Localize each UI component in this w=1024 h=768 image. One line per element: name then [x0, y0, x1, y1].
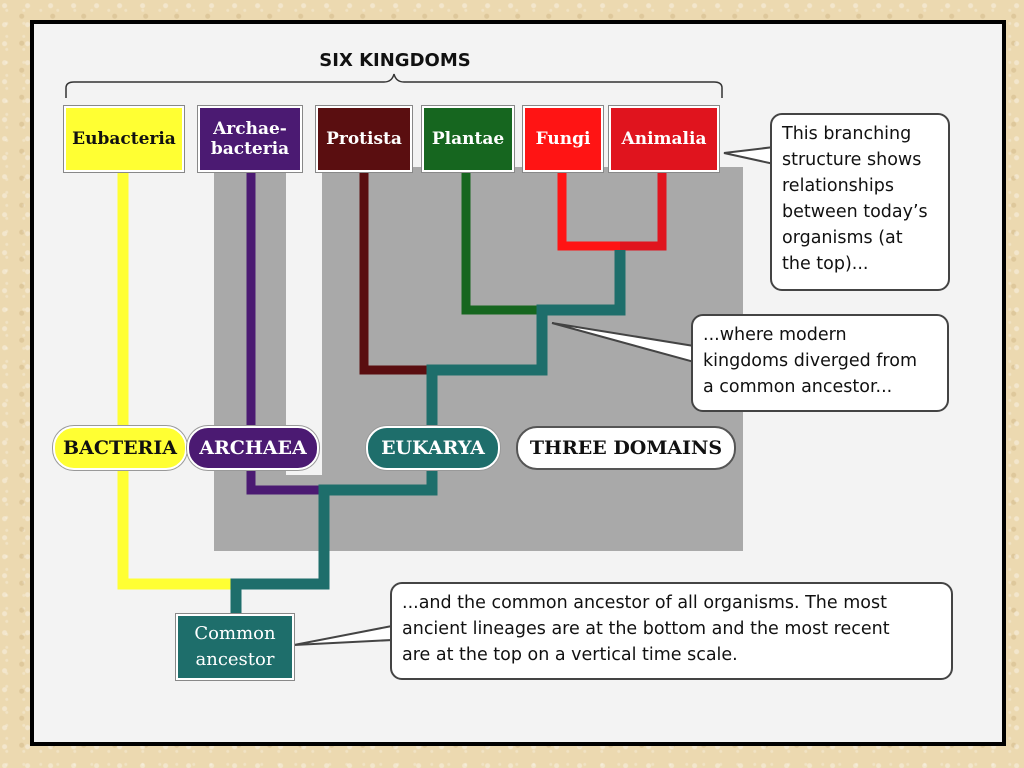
ancestor-callout-pointer [293, 624, 393, 646]
kingdom-animalia-label: Animalia [621, 129, 707, 149]
domain-eukarya: EUKARYA [366, 426, 500, 470]
kingdom-eubacteria: Eubacteria [64, 106, 184, 172]
bacteria-branch [117, 170, 236, 590]
plantae-branch [461, 170, 542, 315]
kingdom-archaebacteria-label: Archae- bacteria [210, 119, 290, 159]
fungi-branch [557, 170, 622, 251]
diverged-callout: ...where modern kingdoms diverged from a… [691, 314, 949, 412]
branching-callout: This branching structure shows relations… [770, 113, 950, 291]
six-kingdoms-title: SIX KINGDOMS [319, 50, 471, 71]
archaea-branch [246, 170, 324, 495]
kingdom-eubacteria-label: Eubacteria [72, 129, 176, 149]
domain-bacteria: BACTERIA [53, 426, 187, 470]
kingdom-animalia: Animalia [609, 106, 719, 172]
kingdom-protista: Protista [316, 106, 412, 172]
protista-branch [359, 170, 432, 375]
six-kingdoms-bracket [65, 73, 723, 98]
kingdom-fungi: Fungi [523, 106, 603, 172]
kingdom-protista-label: Protista [326, 129, 402, 149]
kingdom-plantae-label: Plantae [431, 129, 505, 149]
common-ancestor-box: Common ancestor [176, 614, 294, 680]
animalia-branch [620, 170, 667, 251]
kingdom-archaebacteria: Archae- bacteria [198, 106, 302, 172]
domain-archaea: ARCHAEA [187, 426, 319, 470]
ancestor-callout: ...and the common ancestor of all organi… [390, 582, 953, 680]
kingdom-plantae: Plantae [422, 106, 514, 172]
domain-three-domains: THREE DOMAINS [516, 426, 736, 470]
branching-callout-pointer [723, 145, 775, 166]
kingdom-fungi-label: Fungi [535, 129, 591, 149]
